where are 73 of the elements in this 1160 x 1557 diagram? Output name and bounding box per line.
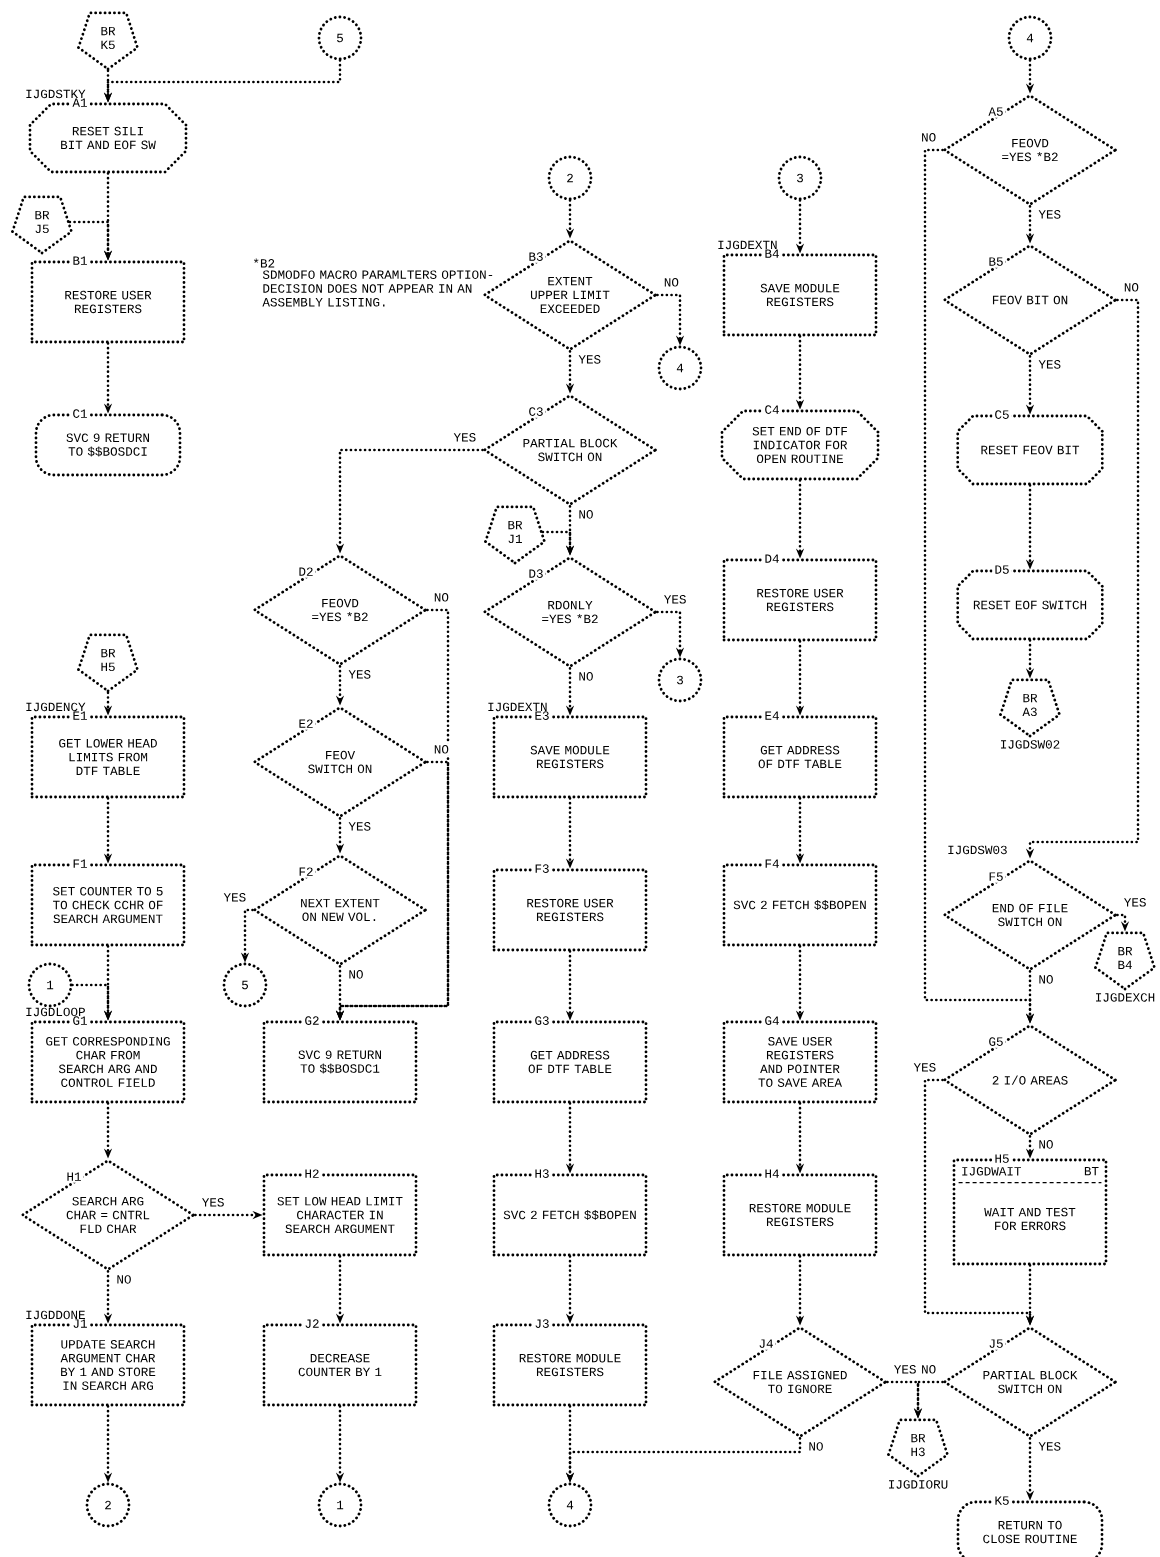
block-id-label: G2 (302, 1014, 322, 1027)
entry-point-label: IJGDDONE (26, 1310, 85, 1320)
block-id-label: B3 (526, 250, 546, 263)
block-id-label: D3 (526, 567, 546, 580)
edge-label: YES (664, 595, 686, 604)
entry-point-label: IJGDENCY (26, 702, 86, 712)
edge-label: YES (578, 355, 601, 364)
edge-label: NO (579, 672, 593, 681)
edge-label: NO (434, 593, 449, 602)
block-id-label: H4 (762, 1167, 782, 1180)
edge-label: NO (579, 510, 593, 519)
edge-label: NO (922, 1365, 936, 1374)
block-id-label: G4 (762, 1014, 782, 1027)
block-id-label: C3 (526, 405, 546, 418)
header-label: IJGDWAIT (962, 1167, 1021, 1176)
note-label: *B2 (253, 258, 275, 268)
edge-label: NO (1124, 283, 1139, 292)
edge-label: NO (117, 1275, 131, 1284)
edge-label: YES (913, 1063, 936, 1072)
block-id-label: D2 (296, 565, 316, 578)
edge-label: YES (453, 433, 476, 442)
block-id-label: G5 (986, 1035, 1006, 1048)
edge-label: YES (348, 670, 371, 679)
block-id-label: E4 (762, 709, 782, 722)
edge-label: NO (1039, 975, 1053, 984)
block-id-label: A5 (986, 105, 1006, 118)
block-id-label: B1 (70, 254, 90, 267)
block-id-label: C4 (762, 403, 782, 416)
entry-point-label: IJGDSTKY (26, 89, 86, 99)
edge-label: NO (1039, 1140, 1053, 1149)
block-id-label: B5 (986, 255, 1006, 268)
note-text: SDMODFO MACRO PARAMLTERS OPTION-DECISION DOES NOT APPEAR IN AN ASSEMBLY LISTING. (262, 270, 493, 307)
block-id-label: F5 (986, 870, 1006, 883)
edge-label: YES (348, 822, 371, 831)
edge-label: YES (1038, 210, 1061, 219)
edge-label: NO (349, 970, 363, 979)
block-id-label: J5 (986, 1337, 1006, 1350)
edge-label: YES (1124, 898, 1146, 907)
edge-label: NO (922, 133, 936, 142)
entry-point-label: IJGDSW02 (1001, 740, 1060, 749)
entry-point-label: IJGDEXTN (718, 240, 777, 250)
edge-label: YES (223, 893, 246, 902)
entry-point-label: IJGDEXCH (1096, 993, 1155, 1002)
block-id-label: C5 (992, 408, 1012, 421)
block-id-label: D4 (762, 552, 782, 565)
block-id-label: K5 (992, 1494, 1012, 1507)
edge-label: NO (809, 1442, 823, 1451)
block-id-label: C1 (70, 407, 90, 420)
block-id-label: H1 (64, 1170, 84, 1183)
entry-point-label: IJGDSW03 (948, 845, 1007, 855)
entry-point-label: IJGDEXTN (488, 702, 547, 712)
block-id-label: H2 (302, 1167, 322, 1180)
block-id-label: J4 (756, 1337, 776, 1350)
edge-label: YES (1038, 360, 1061, 369)
edge-label: YES (1038, 1442, 1061, 1451)
block-id-label: F1 (70, 857, 90, 870)
edge-label: YES (894, 1365, 916, 1374)
edge-label: YES (202, 1198, 224, 1207)
edge-label: NO (664, 278, 679, 287)
entry-point-label: IJGDIORU (889, 1480, 948, 1489)
block-id-label: H3 (532, 1167, 552, 1180)
block-id-label: D5 (992, 563, 1012, 576)
block-id-label: E2 (296, 717, 316, 730)
block-id-label: J3 (532, 1317, 552, 1330)
block-id-label: F3 (532, 862, 552, 875)
block-id-label: J2 (302, 1317, 322, 1330)
header-label: BT (1084, 1167, 1099, 1176)
block-id-label: F4 (762, 857, 782, 870)
block-id-label: H5 (992, 1152, 1012, 1165)
edge-label: NO (434, 745, 449, 754)
block-id-label: F2 (296, 865, 316, 878)
entry-point-label: IJGDLOOP (26, 1007, 85, 1017)
block-id-label: G3 (532, 1014, 552, 1027)
